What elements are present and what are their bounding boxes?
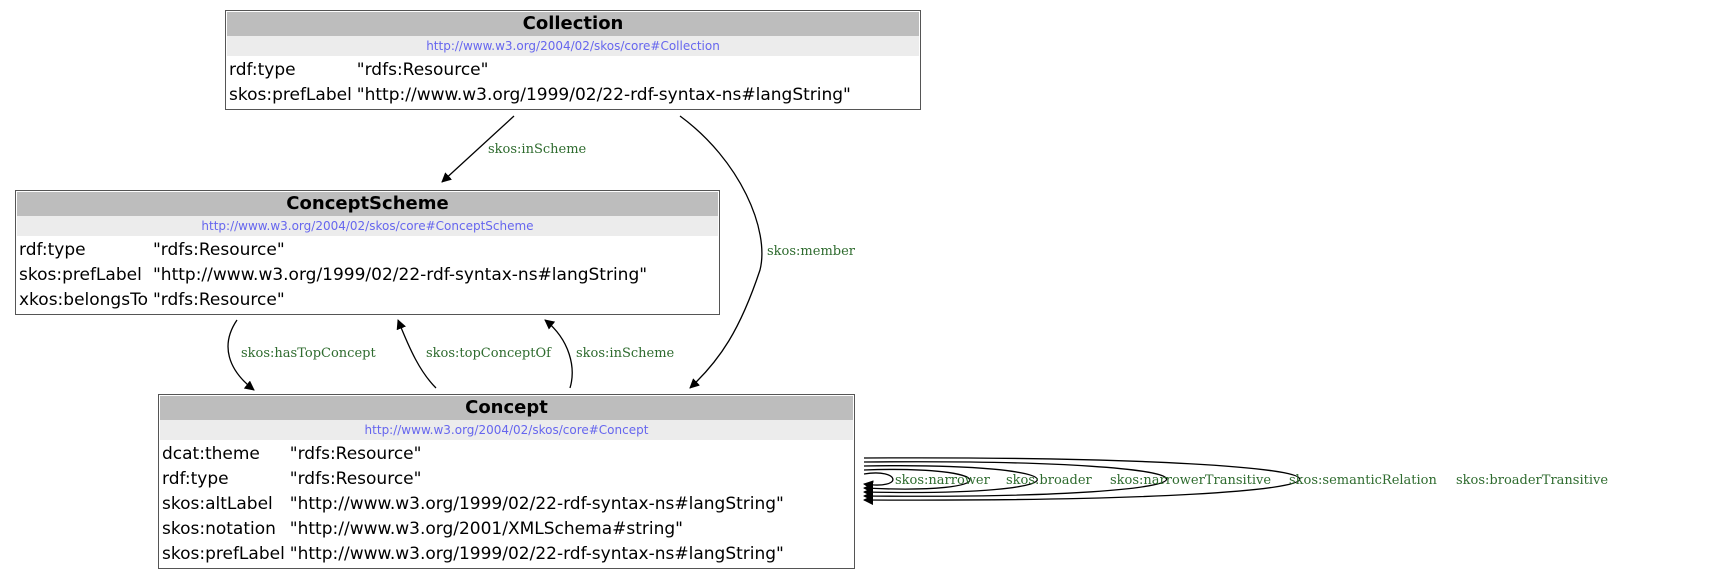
node-uri[interactable]: http://www.w3.org/2004/02/skos/core#Coll…	[227, 36, 919, 56]
property-key: rdf:type	[229, 60, 296, 80]
property-key: skos:prefLabel	[19, 265, 142, 285]
property-key: skos:notation	[162, 519, 276, 539]
property-value: "http://www.w3.org/1999/02/22-rdf-syntax…	[289, 544, 784, 564]
edge-label-has-top-concept: skos:hasTopConcept	[241, 346, 376, 361]
edge-label-top-concept-of: skos:topConceptOf	[426, 346, 552, 361]
property-key: rdf:type	[162, 469, 229, 489]
property-key: skos:prefLabel	[229, 85, 352, 105]
edge-has-top-concept	[227, 319, 255, 391]
property-table: dcat:theme "rdfs:Resource" rdf:type "rdf…	[160, 442, 787, 567]
edge-label-narrower-transitive: skos:narrowerTransitive	[1110, 473, 1271, 488]
property-value: "http://www.w3.org/2001/XMLSchema#string…	[289, 519, 683, 539]
property-table: rdf:type "rdfs:Resource" skos:prefLabel …	[227, 58, 854, 108]
property-row: rdf:type "rdfs:Resource"	[227, 58, 854, 83]
property-row: skos:prefLabel "http://www.w3.org/1999/0…	[227, 83, 854, 108]
property-value: "rdfs:Resource"	[152, 240, 285, 260]
property-row: rdf:type "rdfs:Resource"	[160, 467, 787, 492]
property-key: dcat:theme	[162, 444, 260, 464]
property-row: rdf:type "rdfs:Resource"	[17, 238, 650, 263]
property-value: "rdfs:Resource"	[152, 290, 285, 310]
edge-label-concept-inscheme: skos:inScheme	[576, 346, 675, 361]
edge-self-narrower	[863, 472, 894, 491]
edge-label-narrower: skos:narrower	[895, 473, 991, 488]
property-key: rdf:type	[19, 240, 86, 260]
property-row: dcat:theme "rdfs:Resource"	[160, 442, 787, 467]
edge-label-collection-inscheme: skos:inScheme	[488, 142, 587, 157]
edge-label-broader-transitive: skos:broaderTransitive	[1456, 473, 1608, 488]
edge-label-collection-member: skos:member	[767, 244, 856, 259]
property-value: "rdfs:Resource"	[289, 469, 422, 489]
property-key: xkos:belongsTo	[19, 290, 148, 310]
node-concept-scheme[interactable]: ConceptScheme http://www.w3.org/2004/02/…	[15, 190, 720, 315]
property-value: "http://www.w3.org/1999/02/22-rdf-syntax…	[289, 494, 784, 514]
node-uri[interactable]: http://www.w3.org/2004/02/skos/core#Conc…	[17, 216, 718, 236]
property-row: skos:notation "http://www.w3.org/2001/XM…	[160, 517, 787, 542]
property-row: skos:altLabel "http://www.w3.org/1999/02…	[160, 492, 787, 517]
edge-self-broader-transitive	[863, 457, 1301, 506]
edge-label-broader: skos:broader	[1006, 473, 1093, 488]
property-value: "rdfs:Resource"	[289, 444, 422, 464]
property-row: skos:prefLabel "http://www.w3.org/1999/0…	[17, 263, 650, 288]
node-title: Collection	[227, 12, 919, 36]
property-row: skos:prefLabel "http://www.w3.org/1999/0…	[160, 542, 787, 567]
property-key: skos:altLabel	[162, 494, 273, 514]
edge-concept-inscheme	[544, 319, 573, 389]
property-row: xkos:belongsTo "rdfs:Resource"	[17, 288, 650, 313]
node-uri[interactable]: http://www.w3.org/2004/02/skos/core#Conc…	[160, 420, 853, 440]
property-value: "http://www.w3.org/1999/02/22-rdf-syntax…	[356, 85, 851, 105]
node-collection[interactable]: Collection http://www.w3.org/2004/02/sko…	[225, 10, 921, 110]
edge-self-semantic-relation	[863, 461, 1168, 502]
property-table: rdf:type "rdfs:Resource" skos:prefLabel …	[17, 238, 650, 313]
edge-top-concept-of	[396, 319, 437, 389]
edge-collection-member	[679, 115, 763, 389]
node-title: ConceptScheme	[17, 192, 718, 216]
edge-self-narrower-transitive	[863, 465, 1038, 498]
property-value: "rdfs:Resource"	[356, 60, 489, 80]
property-value: "http://www.w3.org/1999/02/22-rdf-syntax…	[152, 265, 648, 285]
edge-self-broader	[863, 468, 971, 494]
node-concept[interactable]: Concept http://www.w3.org/2004/02/skos/c…	[158, 394, 855, 569]
edge-collection-inscheme	[441, 115, 515, 183]
edge-label-semantic-relation: skos:semanticRelation	[1289, 473, 1438, 488]
node-title: Concept	[160, 396, 853, 420]
property-key: skos:prefLabel	[162, 544, 285, 564]
